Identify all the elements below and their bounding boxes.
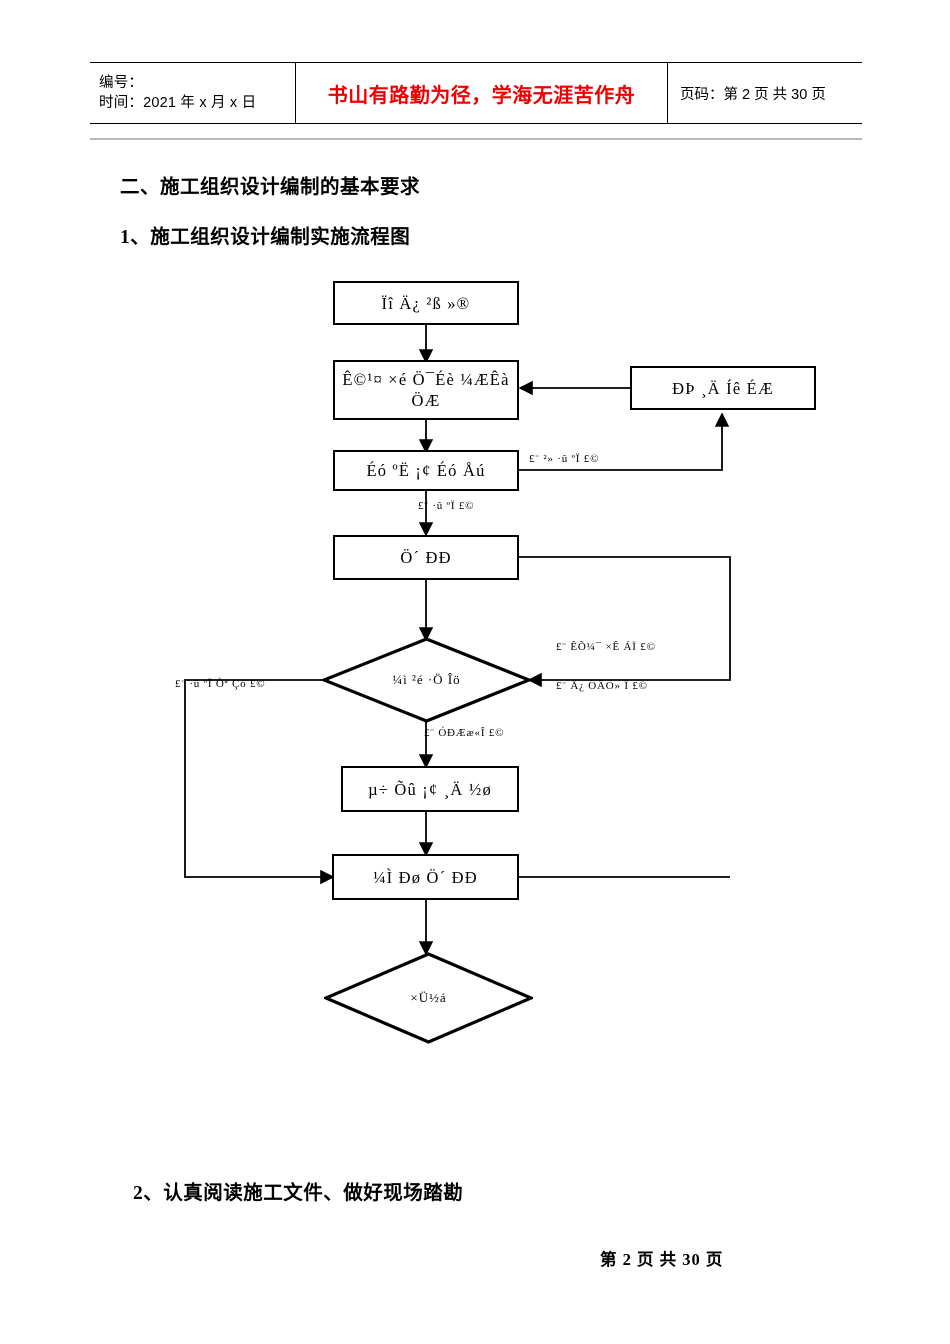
flow-node-summary: ×Ü½á	[324, 952, 533, 1044]
flow-node-modify-improve: ÐÞ ¸Ä Íê ÉÆ	[630, 366, 816, 410]
flow-node-summary-label: ×Ü½á	[410, 990, 447, 1005]
diamond-shape-icon	[322, 637, 531, 723]
flow-node-construction-org-design: Ê©¹¤ ×é Ö¯Éè ¼ÆÊà ÖÆ	[333, 360, 519, 420]
flow-node-review-approve-label: Éó ºË ¡¢ Éó Åú	[366, 461, 486, 480]
heading-section-two: 二、施工组织设计编制的基本要求	[120, 177, 421, 198]
flow-node-construction-org-design-label: Ê©¹¤ ×é Ö¯Éè ¼ÆÊà ÖÆ	[342, 370, 510, 410]
heading-subsection-one: 1、施工组织设计编制实施流程图	[120, 227, 411, 248]
header-number-label: 编号：	[99, 75, 144, 91]
edge-label-not-conform: £¨ ²» ·û ºÏ £©	[529, 453, 600, 465]
diamond-shape-icon	[324, 952, 533, 1044]
flow-node-adjust-improve-label: µ÷ Õû ¡¢ ¸Ä ½ø	[368, 779, 492, 799]
flow-node-execute: Ö´ ÐÐ	[333, 535, 519, 580]
header-cell-slogan: 书山有路勤为径，学海无涯苦作舟	[296, 63, 668, 123]
flow-node-modify-improve-label: ÐÞ ¸Ä Íê ÉÆ	[672, 378, 774, 398]
header-slogan: 书山有路勤为径，学海无涯苦作舟	[327, 84, 636, 107]
flow-node-continue-execute-label: ¼Ì Ðø Ö´ ÐÐ	[373, 867, 478, 887]
header-page-info: 页码：第 2 页 共 30 页	[680, 86, 826, 103]
edge-label-has-deviation: £¨ ÓÐÆæ«Î £©	[424, 727, 505, 739]
header-cell-pagination: 页码：第 2 页 共 30 页	[668, 63, 862, 123]
edge-label-monthly-one: £¨ Ä¿ ÔÂÒ» Î £©	[556, 680, 648, 692]
header-date-label: 时间：2021 年 x 月 x 日	[99, 95, 257, 111]
edge-label-conform-request: £¨ ·û ºÏ Òª Çó £©	[175, 678, 266, 690]
flow-node-review-approve: Éó ºË ¡¢ Éó Åú	[333, 450, 519, 491]
flow-node-project-planning-label: Ïî Ä¿ ²ß »®	[381, 293, 471, 313]
page-footer: 第 2 页 共 30 页	[600, 1250, 724, 1269]
flow-node-check-analyze-label: ¼ì ²é ·Ö Îö	[392, 672, 461, 687]
header-cell-meta: 编号： 时间：2021 年 x 月 x 日	[90, 63, 296, 123]
flow-node-execute-label: Ö´ ÐÐ	[400, 548, 452, 567]
edge-label-collect-data: £¨ ÊÕ¼¯ ×Ê ÁÏ £©	[556, 641, 656, 653]
edge-label-conform: £¨ ·û ºÏ £©	[418, 500, 475, 512]
heading-subsection-two: 2、认真阅读施工文件、做好现场踏勘	[133, 1183, 464, 1204]
flow-node-adjust-improve: µ÷ Õû ¡¢ ¸Ä ½ø	[341, 766, 519, 812]
flow-node-check-analyze: ¼ì ²é ·Ö Îö	[322, 637, 531, 723]
document-header-table: 编号： 时间：2021 年 x 月 x 日 书山有路勤为径，学海无涯苦作舟 页码…	[90, 62, 862, 124]
flow-node-continue-execute: ¼Ì Ðø Ö´ ÐÐ	[332, 854, 519, 900]
header-bottom-rule	[90, 138, 862, 140]
flow-node-project-planning: Ïî Ä¿ ²ß »®	[333, 281, 519, 325]
